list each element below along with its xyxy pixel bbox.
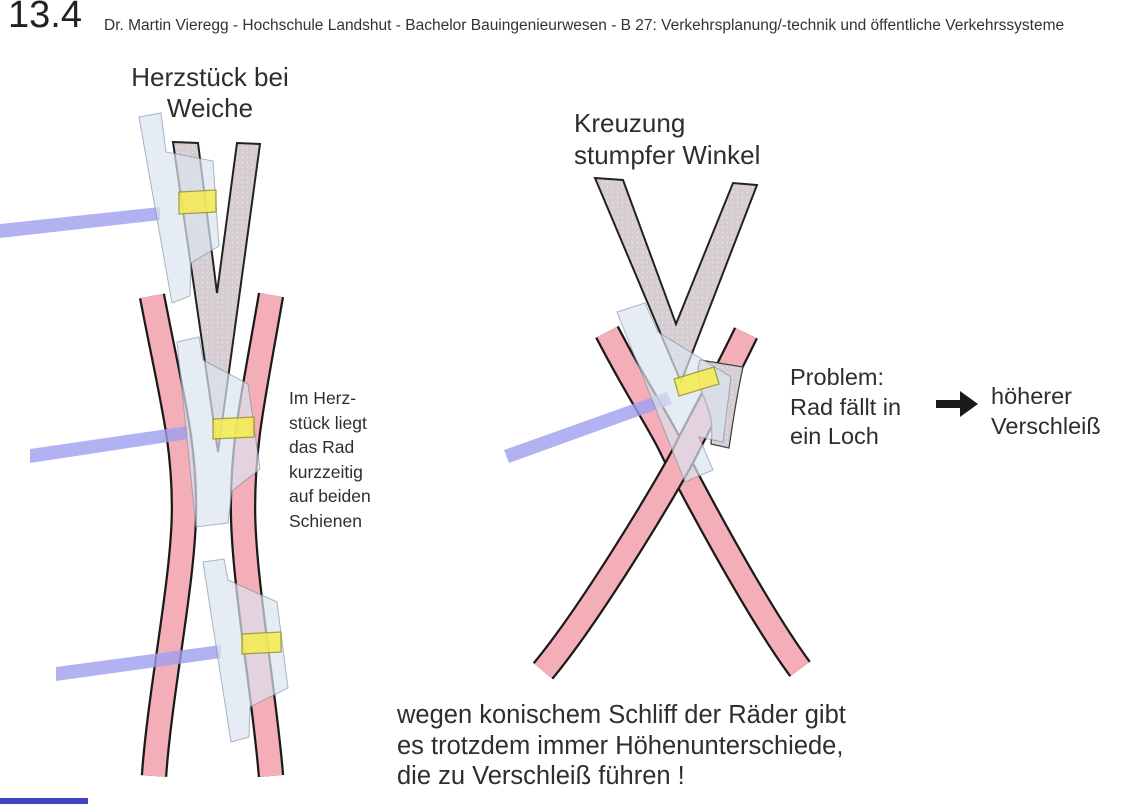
consequence-line: höherer [991,383,1072,409]
header-title: Dr. Martin Vieregg - Hochschule Landshut… [104,17,1065,34]
contact-patch-right-diagram [673,366,720,397]
left-diagram-title-line1: Herzstück bei [131,62,289,92]
left-diagram-axles [0,207,221,681]
axle-line-bottom [56,645,221,681]
annotation-line: stück liegt [289,412,367,433]
right-diagram-title: Kreuzung stumpfer Winkel [574,107,760,171]
consequence-line: Verschleiß [991,412,1101,439]
footer-note-line: es trotzdem immer Höhenunterschiede, [397,731,844,760]
footer-note: wegen konischem Schliff der Räder gibt e… [397,700,846,792]
problem-line: Rad fällt in [790,393,902,420]
left-diagram-title-line2: Weiche [166,93,254,123]
arrow-right-icon [936,391,978,417]
problem-line: ein Loch [790,423,879,449]
frog-annotation: Im Herz- stück liegt das Rad kurzzeitig … [289,386,371,533]
slide-number: 13.4 [8,0,82,36]
footer-note-line: die zu Verschleiß führen ! [397,762,685,790]
left-diagram-title: Herzstück bei Weiche [105,62,315,124]
annotation-line: auf beiden [289,486,371,506]
wheel-overlay-right-diagram [616,302,732,483]
annotation-line: das Rad [289,437,355,457]
axle-line-top [0,207,160,238]
left-diagram-contact-patches [178,189,282,655]
annotation-line: kurzzeitig [289,461,363,482]
right-diagram-title-line1: Kreuzung [574,108,686,138]
annotation-line: Schienen [289,510,362,531]
left-diagram [0,112,289,778]
footer-note-line: wegen konischem Schliff der Räder gibt [397,701,846,729]
axle-line-middle [30,426,188,463]
axle-line-right-diagram [504,392,672,463]
bottom-accent-bar [0,798,88,804]
contact-patch-bottom [241,631,282,655]
contact-patch-top [178,189,217,215]
rail-left [141,293,196,777]
right-diagram-title-line2: stumpfer Winkel [574,140,761,170]
right-diagram [504,176,811,680]
problem-line: Problem: [790,364,885,390]
annotation-line: Im Herz- [289,388,357,408]
consequence-text: höherer Verschleiß [991,382,1101,441]
problem-text: Problem: Rad fällt in ein Loch [790,363,901,452]
contact-patch-middle [212,416,255,440]
